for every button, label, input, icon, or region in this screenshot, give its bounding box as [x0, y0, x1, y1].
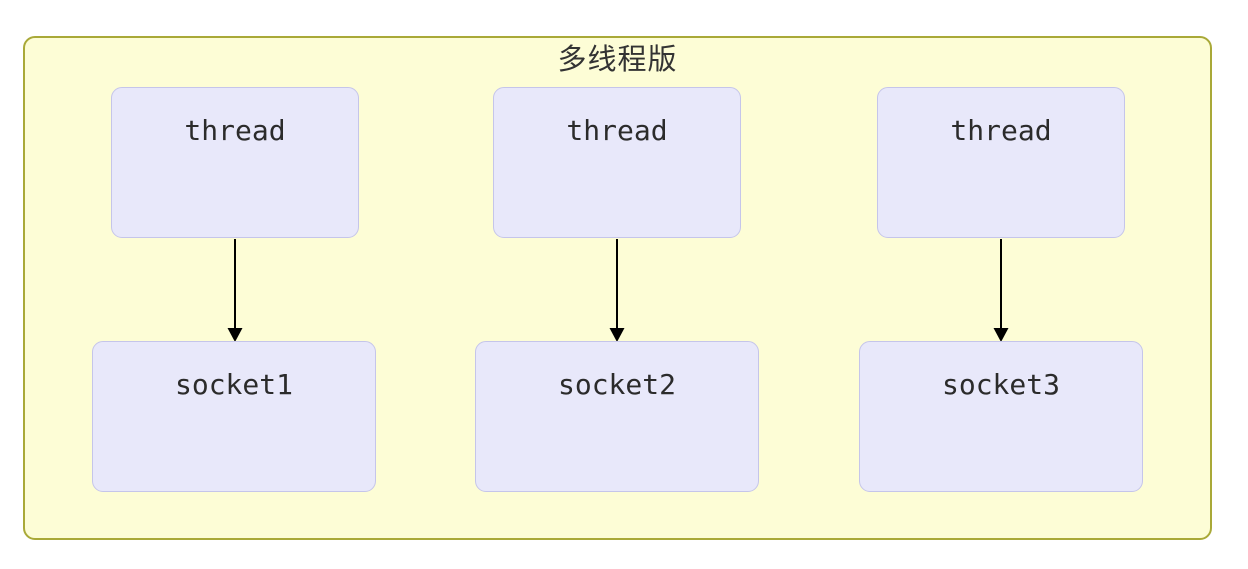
socket-node-1-label: socket1 — [174, 368, 293, 401]
arrow-thread2-to-socket2 — [609, 239, 625, 342]
thread-node-1-label: thread — [184, 114, 286, 147]
socket-node-3: socket3 — [859, 341, 1143, 492]
socket-node-2-label: socket2 — [557, 368, 676, 401]
socket-node-1: socket1 — [92, 341, 376, 492]
thread-node-2-label: thread — [566, 114, 668, 147]
thread-node-3-label: thread — [950, 114, 1052, 147]
thread-node-1: thread — [111, 87, 359, 238]
arrow-thread1-to-socket1 — [227, 239, 243, 342]
thread-node-3: thread — [877, 87, 1125, 238]
socket-node-2: socket2 — [475, 341, 759, 492]
socket-node-3-label: socket3 — [941, 368, 1060, 401]
arrow-thread3-to-socket3 — [993, 239, 1009, 342]
thread-node-2: thread — [493, 87, 741, 238]
group-title: 多线程版 — [557, 42, 678, 76]
